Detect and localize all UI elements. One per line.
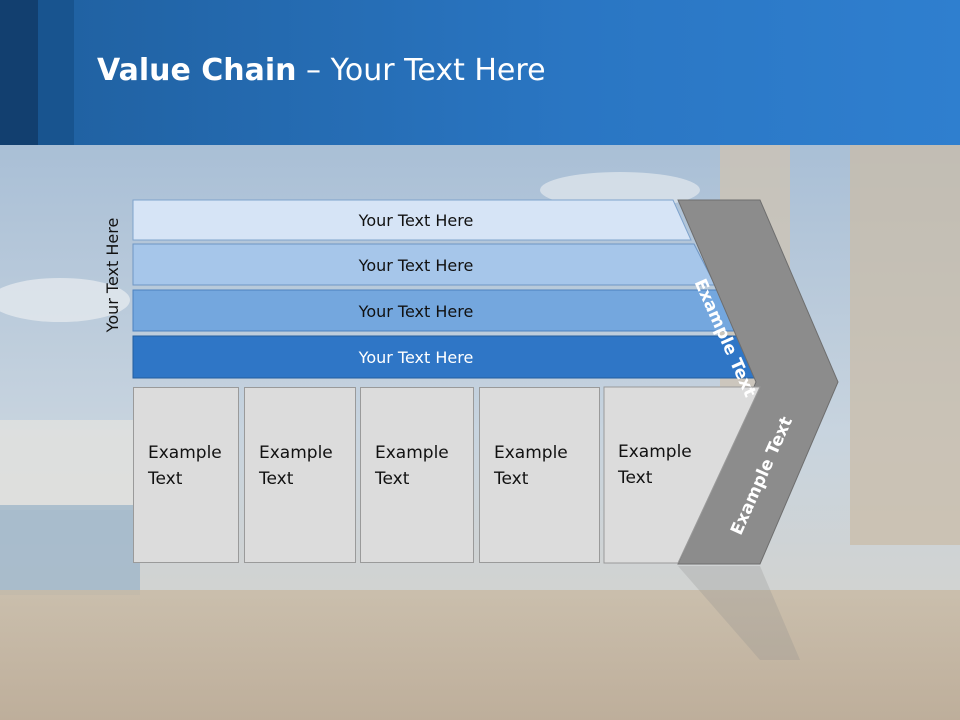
header-stripe-mid bbox=[38, 0, 74, 145]
box-2-line1: Example bbox=[259, 443, 333, 463]
box-5-line2: Text bbox=[618, 468, 653, 488]
chevron-reflection bbox=[678, 566, 800, 660]
last-box-slant bbox=[603, 386, 761, 564]
header-stripe-dark bbox=[0, 0, 38, 145]
band-2-label: Your Text Here bbox=[358, 255, 474, 275]
title-rest: – Your Text Here bbox=[296, 53, 546, 88]
title-bold: Value Chain bbox=[97, 53, 297, 88]
band-4-label: Your Text Here bbox=[358, 347, 474, 367]
box-4-line2: Text bbox=[494, 469, 529, 489]
box-3-line2: Text bbox=[375, 469, 410, 489]
band-3-label: Your Text Here bbox=[358, 301, 474, 321]
box-1-line1: Example bbox=[148, 443, 222, 463]
box-5-line1: Example bbox=[618, 442, 692, 462]
header-bar bbox=[0, 0, 960, 145]
box-2-line2: Text bbox=[259, 469, 294, 489]
box-1-line2: Text bbox=[148, 469, 183, 489]
box-4-line1: Example bbox=[494, 443, 568, 463]
band-1-shape bbox=[132, 199, 692, 241]
reflection-1 bbox=[147, 565, 152, 720]
page-title: Value Chain – Your Text Here bbox=[97, 53, 546, 88]
side-label: Your Text Here bbox=[103, 217, 122, 333]
band-1-label: Your Text Here bbox=[358, 210, 474, 230]
box-3-line1: Example bbox=[375, 443, 449, 463]
